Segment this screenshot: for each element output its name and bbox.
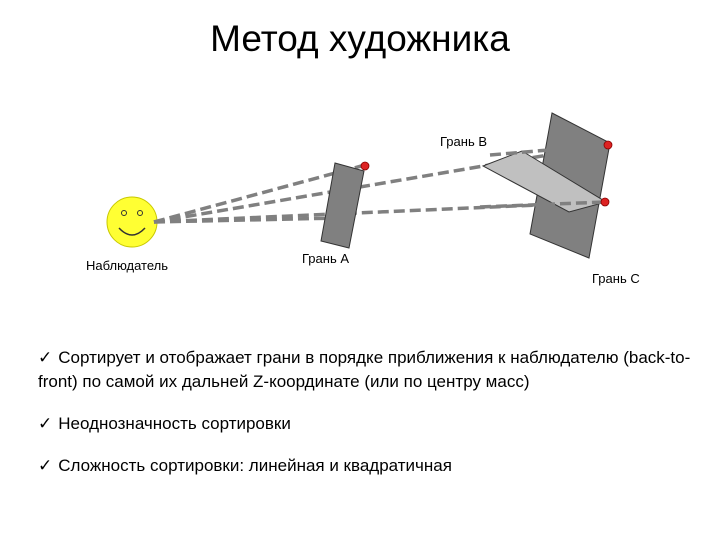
ray-to-face-a-lower	[153, 216, 341, 224]
bullet-item: ✓Сортирует и отображает грани в порядке …	[38, 346, 698, 394]
point-face-c	[600, 197, 610, 207]
checkmark-icon: ✓	[38, 348, 53, 367]
face-c-label: Грань C	[592, 271, 640, 286]
face-a-shape	[320, 162, 365, 249]
bullet-item: ✓ Неоднозначность сортировки	[38, 412, 698, 436]
ray-to-face-b	[153, 143, 608, 224]
observer-smiley-icon	[106, 196, 158, 248]
point-face-a	[360, 161, 370, 171]
ray-over-face-b	[489, 143, 608, 157]
face-b-label: Грань B	[440, 134, 488, 149]
ray-over-face-c	[479, 200, 606, 209]
point-face-b	[603, 140, 613, 150]
ray-to-face-a	[153, 163, 366, 224]
page-title: Метод художника	[210, 18, 510, 59]
bullet-item: ✓ Сложность сортировки: линейная и квадра…	[38, 454, 698, 478]
bullet-text: Неоднозначность сортировки	[58, 414, 291, 433]
observer-label: Наблюдатель	[86, 258, 169, 273]
face-a-label: Грань A	[302, 251, 350, 266]
checkmark-icon: ✓	[38, 456, 53, 475]
bullet-list: ✓Сортирует и отображает грани в порядке …	[38, 346, 698, 496]
bullet-text: Сортирует и отображает грани в порядке п…	[38, 348, 691, 391]
bullet-text: Сложность сортировки: линейная и квадрат…	[58, 456, 452, 475]
checkmark-icon: ✓	[38, 414, 53, 433]
